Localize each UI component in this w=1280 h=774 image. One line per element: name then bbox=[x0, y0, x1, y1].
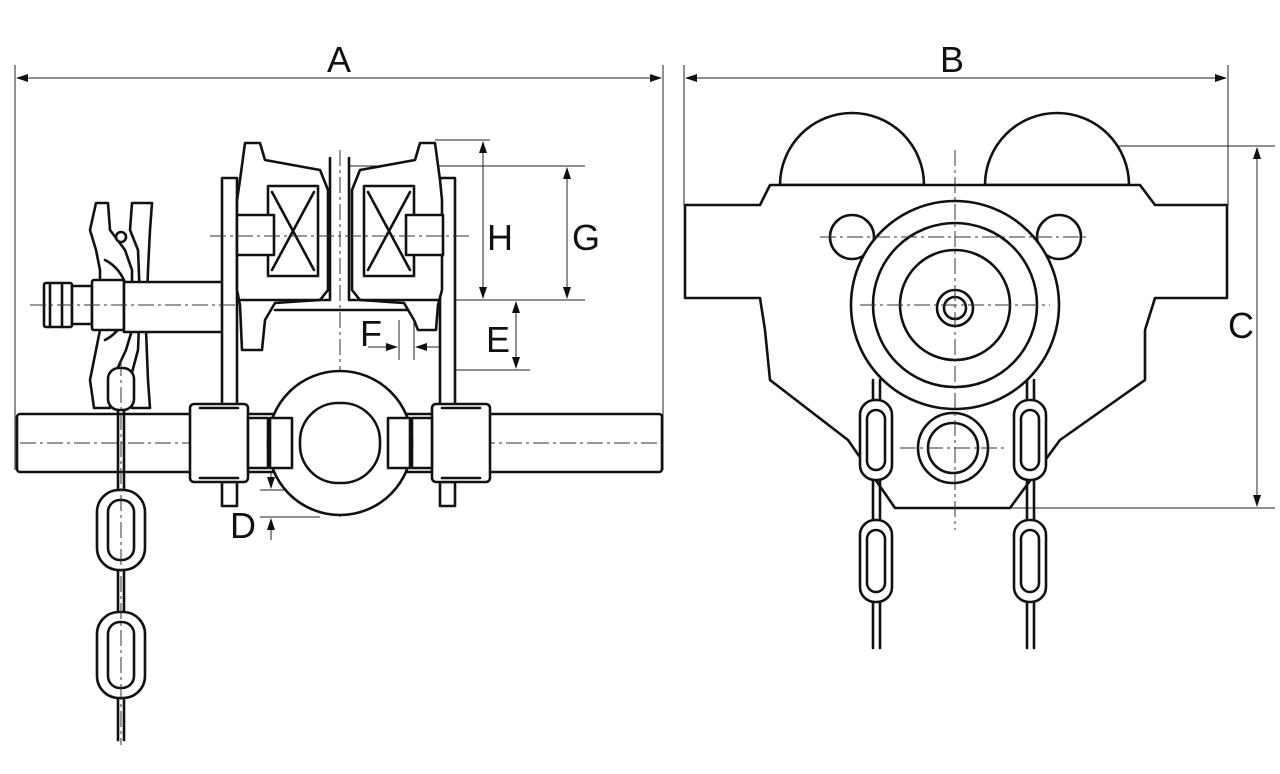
front-left-chain bbox=[858, 378, 894, 650]
dim-label-g: G bbox=[572, 217, 600, 258]
dim-label-e: E bbox=[486, 319, 510, 360]
dim-label-d: D bbox=[230, 505, 256, 546]
left-hand-chain bbox=[95, 360, 147, 745]
dim-label-c: C bbox=[1228, 305, 1254, 346]
dim-label-f: F bbox=[360, 313, 382, 354]
front-view bbox=[683, 111, 1229, 650]
front-right-chain bbox=[1012, 378, 1048, 650]
dimension-labels: A B C D E F G H bbox=[230, 39, 1254, 546]
suspension-eye bbox=[266, 369, 414, 517]
side-view bbox=[15, 141, 664, 745]
dim-label-a: A bbox=[327, 39, 351, 80]
dim-label-b: B bbox=[940, 39, 964, 80]
dim-label-h: H bbox=[487, 217, 513, 258]
